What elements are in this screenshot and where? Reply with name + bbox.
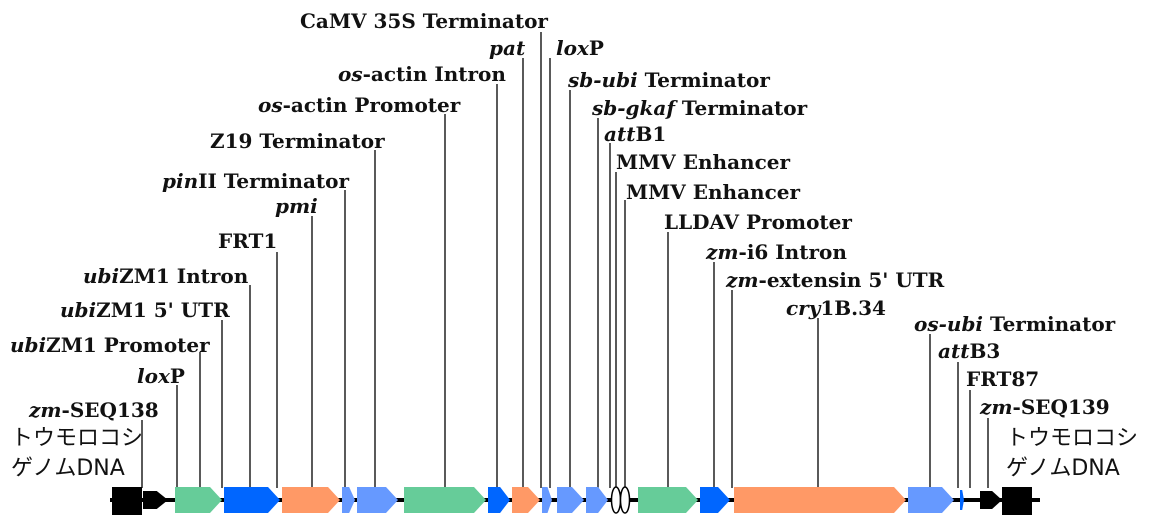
features <box>143 487 1002 513</box>
left-genome-label-line1: トウモロコシ <box>11 426 144 451</box>
os-actin-intron-box <box>488 487 510 513</box>
right-genome-label-line2: ゲノムDNA <box>1006 456 1120 481</box>
label-z19-terminator: Z19 Terminator <box>210 129 385 153</box>
label-pmi: pmi <box>275 194 318 218</box>
label-camv35s-terminator: CaMV 35S Terminator <box>300 9 548 33</box>
label-ubizm1-5utr: ubiZM1 5' UTR <box>60 298 230 322</box>
cry1b34-box <box>734 487 906 513</box>
sb-ubi-terminator-box <box>557 487 584 513</box>
label-frt87: FRT87 <box>966 367 1040 391</box>
pat-box <box>512 487 540 513</box>
label-loxp-2: loxP <box>556 36 604 60</box>
ubizm1-promoter-box <box>175 487 222 513</box>
label-attb3: attB3 <box>938 339 1001 363</box>
left-genome-label-line2: ゲノムDNA <box>11 456 125 481</box>
right-genome-label-line1: トウモロコシ <box>1006 426 1139 451</box>
leader-lines <box>141 32 989 488</box>
mmv-enhancer-oval-1 <box>610 486 622 514</box>
label-sb-gkaf-terminator: sb-gkaf Terminator <box>592 96 808 120</box>
mmv-enhancer-oval-2 <box>619 486 631 514</box>
right-genomic-block <box>1002 487 1032 515</box>
label-sb-ubi-terminator: sb-ubi Terminator <box>568 68 770 92</box>
label-cry1b34: cry1B.34 <box>786 296 886 320</box>
left-genomic-block <box>112 487 142 515</box>
label-pat: pat <box>489 36 526 60</box>
label-frt1: FRT1 <box>218 229 278 253</box>
z19-terminator-box <box>357 487 398 513</box>
label-loxp-1: loxP <box>137 364 185 388</box>
sb-gkaf-terminator-box <box>586 487 608 513</box>
ubizm1-intron-box <box>224 487 280 513</box>
mmv-enhancer-symbols <box>610 486 631 514</box>
attb3-marker <box>960 490 964 510</box>
label-mmv-enhancer-2: MMV Enhancer <box>626 180 801 204</box>
os-actin-promoter-box <box>404 487 486 513</box>
lldav-promoter-box <box>638 487 698 513</box>
label-os-actin-promoter: os-actin Promoter <box>258 93 461 117</box>
pmi-box <box>282 487 340 513</box>
zm-seq139-arrow <box>980 491 1002 509</box>
label-attb1: attB1 <box>604 122 667 146</box>
zm-seq138-arrow <box>143 491 168 509</box>
label-ubizm1-promoter: ubiZM1 Promoter <box>10 333 210 357</box>
camv35s-terminator-box <box>542 487 552 513</box>
label-mmv-enhancer-1: MMV Enhancer <box>616 150 791 174</box>
label-zm-i6-intron: zm-i6 Intron <box>706 240 847 264</box>
zm-i6-intron-box <box>700 487 730 513</box>
label-os-ubi-terminator: os-ubi Terminator <box>914 312 1116 336</box>
pinii-terminator-box <box>342 487 355 513</box>
label-zm-extensin-5utr: zm-extensin 5' UTR <box>726 268 945 292</box>
label-lldav-promoter: LLDAV Promoter <box>664 210 852 234</box>
os-ubi-terminator-box <box>908 487 954 513</box>
label-pinii-terminator: pinII Terminator <box>162 169 350 193</box>
label-os-actin-intron: os-actin Intron <box>338 62 506 86</box>
label-zm-seq139: zm-SEQ139 <box>980 395 1110 419</box>
label-zm-seq138: zm-SEQ138 <box>29 398 159 422</box>
label-ubizm1-intron: ubiZM1 Intron <box>83 264 249 288</box>
